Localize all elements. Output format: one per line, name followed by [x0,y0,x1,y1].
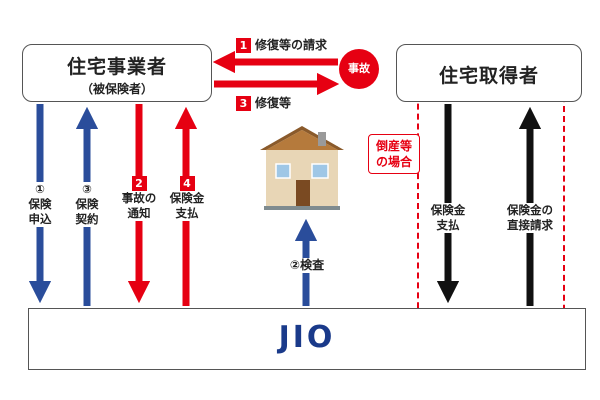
bankruptcy-line1: 倒産等 [375,139,412,153]
builder-title: 住宅事業者 [66,56,167,78]
buyer-pay-label: 保険金 支払 [424,203,472,233]
inspection-label: ②検査 [282,258,332,273]
insurance-pay-line1: 保険金 [169,191,205,205]
step-4-badge: 4 [179,176,195,191]
step-3-badge: 3 [236,96,251,111]
repair-label: 3 修復等 [236,94,291,111]
insurance-apply-num: ① [35,182,45,196]
accident-notice-label: 2 事故の 通知 [115,176,163,221]
jio-box: JIO [28,308,586,370]
insurance-contract-num: ③ [82,182,92,196]
builder-subtitle: （被保険者） [80,82,153,96]
builder-box: 住宅事業者 （被保険者） [22,44,212,102]
repair-text: 修復等 [255,96,292,110]
insurance-contract-label: ③ 保険 契約 [73,182,101,227]
buyer-request-line2: 直接請求 [507,218,553,232]
buyer-request-line1: 保険金の [507,203,553,217]
repair-request-text: 修復等の請求 [255,38,328,52]
insurance-contract-line2: 保険 [75,197,99,211]
insurance-apply-label: ① 保険 申込 [26,182,54,227]
accident-notice-line1: 事故の [121,191,157,205]
bankruptcy-line2: の場合 [375,155,412,169]
buyer-box: 住宅取得者 [396,44,582,102]
step-1-badge: 1 [236,38,251,53]
house-icon [260,126,344,210]
jio-label: JIO [278,320,336,355]
insurance-apply-line2: 保険 [28,197,52,211]
insurance-pay-line2: 支払 [175,206,199,220]
buyer-title: 住宅取得者 [438,65,539,87]
buyer-pay-line1: 保険金 [430,203,466,217]
repair-request-label: 1 修復等の請求 [236,36,327,53]
buyer-request-label: 保険金の 直接請求 [498,203,562,233]
accident-badge: 事故 [339,49,379,89]
insurance-contract-line3: 契約 [75,212,99,226]
accident-notice-line2: 通知 [127,206,151,220]
bankruptcy-label: 倒産等 の場合 [368,134,420,174]
step-2-badge: 2 [131,176,147,191]
insurance-apply-line3: 申込 [28,212,52,226]
insurance-pay-label: 4 保険金 支払 [164,176,210,221]
buyer-pay-line2: 支払 [436,218,460,232]
